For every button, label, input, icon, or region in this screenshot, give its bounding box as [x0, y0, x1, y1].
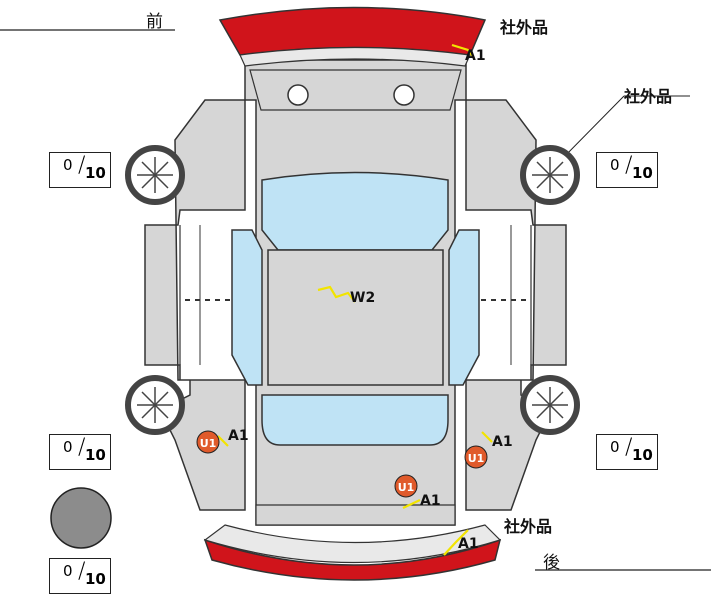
- scratch-roof: [317, 285, 356, 303]
- tire-tread-front-left: 0 / 10: [49, 152, 111, 188]
- tread-slash: /: [625, 153, 633, 178]
- wheel-rear-left: [125, 375, 185, 435]
- scratch-trunk: [402, 499, 421, 509]
- tread-slash: /: [78, 435, 86, 460]
- tread-value: 0: [63, 562, 73, 580]
- rear-panel: [255, 504, 456, 526]
- code-roof: W2: [350, 290, 375, 306]
- left-side-window: [231, 229, 263, 386]
- aftermarket-rear-label: 社外品: [504, 517, 553, 536]
- right-side-window: [448, 229, 480, 386]
- tread-max: 10: [85, 446, 106, 464]
- front-windshield: [261, 171, 449, 251]
- rear-bumper-upper: [203, 524, 502, 564]
- headlight-right: [393, 84, 415, 106]
- aftermarket-right-leader: [559, 95, 625, 162]
- spare-tire: [50, 487, 112, 549]
- aftermarket-front-label: 社外品: [500, 18, 549, 37]
- code-left-rear-fender: A1: [228, 428, 249, 444]
- scratch-right-rear-fender: [481, 431, 493, 443]
- code-rear-bumper: A1: [458, 536, 479, 552]
- wheel-front-right: [520, 145, 580, 205]
- tread-slash: /: [78, 559, 86, 584]
- headlight-left: [287, 84, 309, 106]
- tread-slash: /: [78, 153, 86, 178]
- badge-right-rear-fender: U1: [464, 445, 488, 469]
- tread-value: 0: [63, 156, 73, 174]
- code-trunk: A1: [420, 493, 441, 509]
- wheel-rear-right: [520, 375, 580, 435]
- tread-max: 10: [632, 164, 653, 182]
- badge-trunk: U1: [394, 474, 418, 498]
- tread-value: 0: [610, 156, 620, 174]
- scratch-left-rear-fender: [217, 435, 229, 447]
- wheel-front-left: [125, 145, 185, 205]
- tread-slash: /: [625, 435, 633, 460]
- svg-text:U1: U1: [398, 481, 415, 494]
- rear-bumper: [203, 538, 502, 581]
- tread-max: 10: [85, 164, 106, 182]
- front-label: 前: [146, 12, 163, 32]
- scratch-rear-bumper: [443, 529, 469, 556]
- front-bumper-lower: [239, 46, 471, 67]
- svg-text:U1: U1: [468, 452, 485, 465]
- tire-tread-rear-right: 0 / 10: [596, 434, 658, 470]
- tread-max: 10: [85, 570, 106, 588]
- tire-tread-rear-left: 0 / 10: [49, 434, 111, 470]
- code-right-rear-fender: A1: [492, 434, 513, 450]
- code-front-bumper: A1: [465, 48, 486, 64]
- tire-tread-front-right: 0 / 10: [596, 152, 658, 188]
- rear-label: 後: [543, 553, 560, 573]
- rear-window: [261, 394, 449, 446]
- tread-value: 0: [610, 438, 620, 456]
- tread-value: 0: [63, 438, 73, 456]
- roof: [267, 249, 444, 386]
- tread-max: 10: [632, 446, 653, 464]
- svg-text:U1: U1: [200, 437, 217, 450]
- badge-left-rear-fender: U1: [196, 430, 220, 454]
- scratch-front-bumper: [451, 43, 475, 59]
- grille-area: [249, 69, 462, 111]
- tire-tread-spare: 0 / 10: [49, 558, 111, 594]
